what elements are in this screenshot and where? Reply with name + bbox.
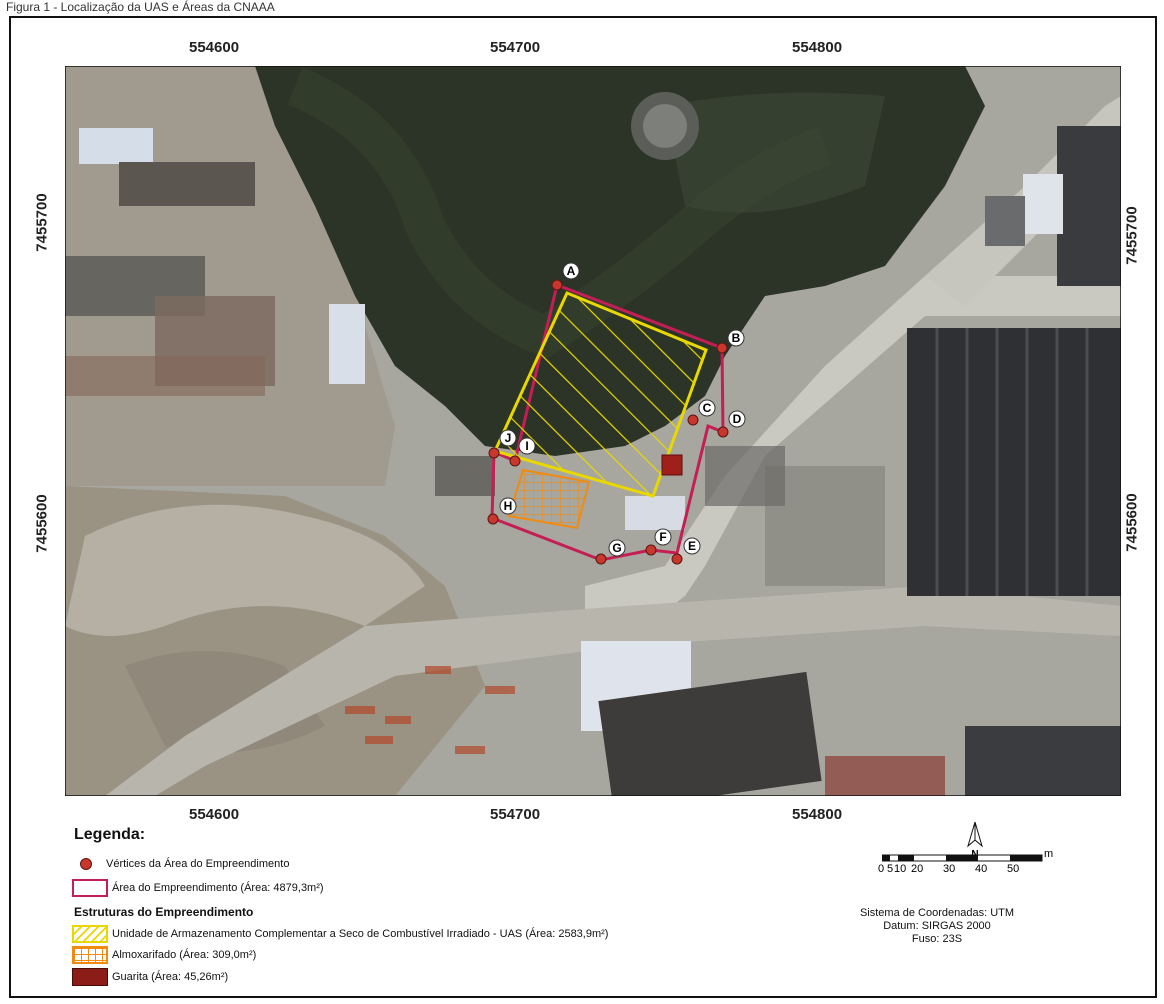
svg-text:B: B — [732, 331, 741, 345]
vertex-label-b: B — [727, 329, 745, 347]
scale-tick-10: 10 — [894, 863, 907, 875]
scale-tick-0: 0 — [878, 863, 885, 875]
almoxarifado-grid-icon — [72, 946, 108, 964]
shed-top-right — [1057, 126, 1121, 286]
scale-unit: m — [1044, 848, 1054, 860]
aerial-map: A B C D E F G H I J — [65, 66, 1121, 796]
coord-left-7455700: 7455700 — [33, 193, 51, 252]
legend-vertices-label: Vértices da Área do Empreendimento — [106, 858, 290, 870]
coord-bottom-554800: 554800 — [792, 806, 843, 823]
svg-text:C: C — [703, 401, 712, 415]
legend-almoxarifado: Almoxarifado (Área: 309,0m²) — [72, 946, 256, 964]
legend-uas-label: Unidade de Armazenamento Complementar a … — [112, 928, 609, 940]
legend-uas: Unidade de Armazenamento Complementar a … — [72, 925, 608, 943]
legend-area: Área do Empreendimento (Área: 4879,3m²) — [72, 879, 324, 897]
crs-info: Sistema de Coordenadas: UTM Datum: SIRGA… — [812, 907, 1062, 946]
building-dark-bottom — [598, 671, 822, 796]
vertex-label-d: D — [728, 410, 746, 428]
vertex-g — [595, 553, 607, 565]
legend-area-label: Área do Empreendimento (Área: 4879,3m²) — [112, 882, 324, 894]
area-outline-icon — [72, 879, 108, 897]
legend-guarita-label: Guarita (Área: 45,26m²) — [112, 971, 229, 983]
vertex-label-f: F — [654, 528, 672, 546]
svg-text:D: D — [733, 412, 742, 426]
coord-left-7455600: 7455600 — [33, 494, 51, 553]
coord-top-554800: 554800 — [792, 39, 843, 56]
scale-tick-40: 40 — [975, 863, 988, 875]
vertex-j — [488, 447, 500, 459]
vertex-label-j: J — [499, 429, 517, 447]
scale-tick-20: 20 — [911, 863, 924, 875]
coord-top-554700: 554700 — [490, 39, 541, 56]
legend-guarita: Guarita (Área: 45,26m²) — [72, 968, 228, 986]
legend-almoxarifado-label: Almoxarifado (Área: 309,0m²) — [112, 949, 257, 961]
shed-bottom-right — [965, 726, 1121, 796]
road — [585, 276, 1121, 626]
crs-system: Sistema de Coordenadas: UTM — [859, 907, 1015, 919]
svg-text:H: H — [504, 499, 513, 513]
svg-text:F: F — [659, 530, 666, 544]
vertex-e — [671, 553, 683, 565]
vertex-b — [716, 342, 728, 354]
vertex-i — [509, 455, 521, 467]
svg-text:A: A — [567, 264, 576, 278]
scale-tick-50: 50 — [1007, 863, 1020, 875]
legend-vertices: Vértices da Área do Empreendimento — [72, 858, 289, 870]
crs-zone: Fuso: 23S — [911, 933, 963, 945]
vertex-h — [487, 513, 499, 525]
vertex-d — [717, 426, 729, 438]
legend-structures-title: Estruturas do Empreendimento — [74, 905, 254, 919]
map-info-block: N m 0 5 10 20 30 40 50 Sistema de Coorde… — [852, 818, 1102, 978]
vertex-label-i: I — [518, 437, 536, 455]
scale-tick-labels: 0 5 10 20 30 40 50 — [852, 863, 1102, 877]
vertex-label-g: G — [608, 539, 626, 557]
svg-text:E: E — [688, 539, 696, 553]
scale-tick-30: 30 — [943, 863, 956, 875]
legend-title: Legenda: — [74, 826, 146, 843]
building-long — [329, 304, 365, 384]
vertex-c — [687, 414, 699, 426]
uas-area — [492, 291, 708, 498]
figure-caption: Figura 1 - Localização da UAS e Áreas da… — [6, 0, 275, 14]
scale-bar — [882, 854, 1043, 862]
coord-bottom-554600: 554600 — [189, 806, 240, 823]
scale-tick-5: 5 — [887, 863, 894, 875]
vertex-label-e: E — [683, 537, 701, 555]
coord-right-7455600: 7455600 — [1123, 493, 1141, 552]
guarita-swatch-icon — [72, 968, 108, 986]
vertex-label-a: A — [562, 262, 580, 280]
uas-hatch-icon — [72, 925, 108, 943]
vertex-a — [551, 279, 563, 291]
vertex-label-c: C — [698, 399, 716, 417]
svg-text:G: G — [612, 541, 621, 555]
shed-large — [907, 328, 1121, 596]
coord-right-7455700: 7455700 — [1123, 206, 1141, 265]
building-white-left — [79, 128, 153, 164]
coord-bottom-554700: 554700 — [490, 806, 541, 823]
coord-top-554600: 554600 — [189, 39, 240, 56]
crs-datum: Datum: SIRGAS 2000 — [883, 920, 991, 932]
tanks-area — [1023, 174, 1063, 234]
vertex-label-h: H — [499, 497, 517, 515]
vertex-dot-icon — [80, 858, 92, 870]
svg-text:J: J — [505, 431, 512, 445]
svg-text:I: I — [525, 439, 528, 453]
guarita-area — [661, 454, 683, 476]
vertex-f — [645, 544, 657, 556]
